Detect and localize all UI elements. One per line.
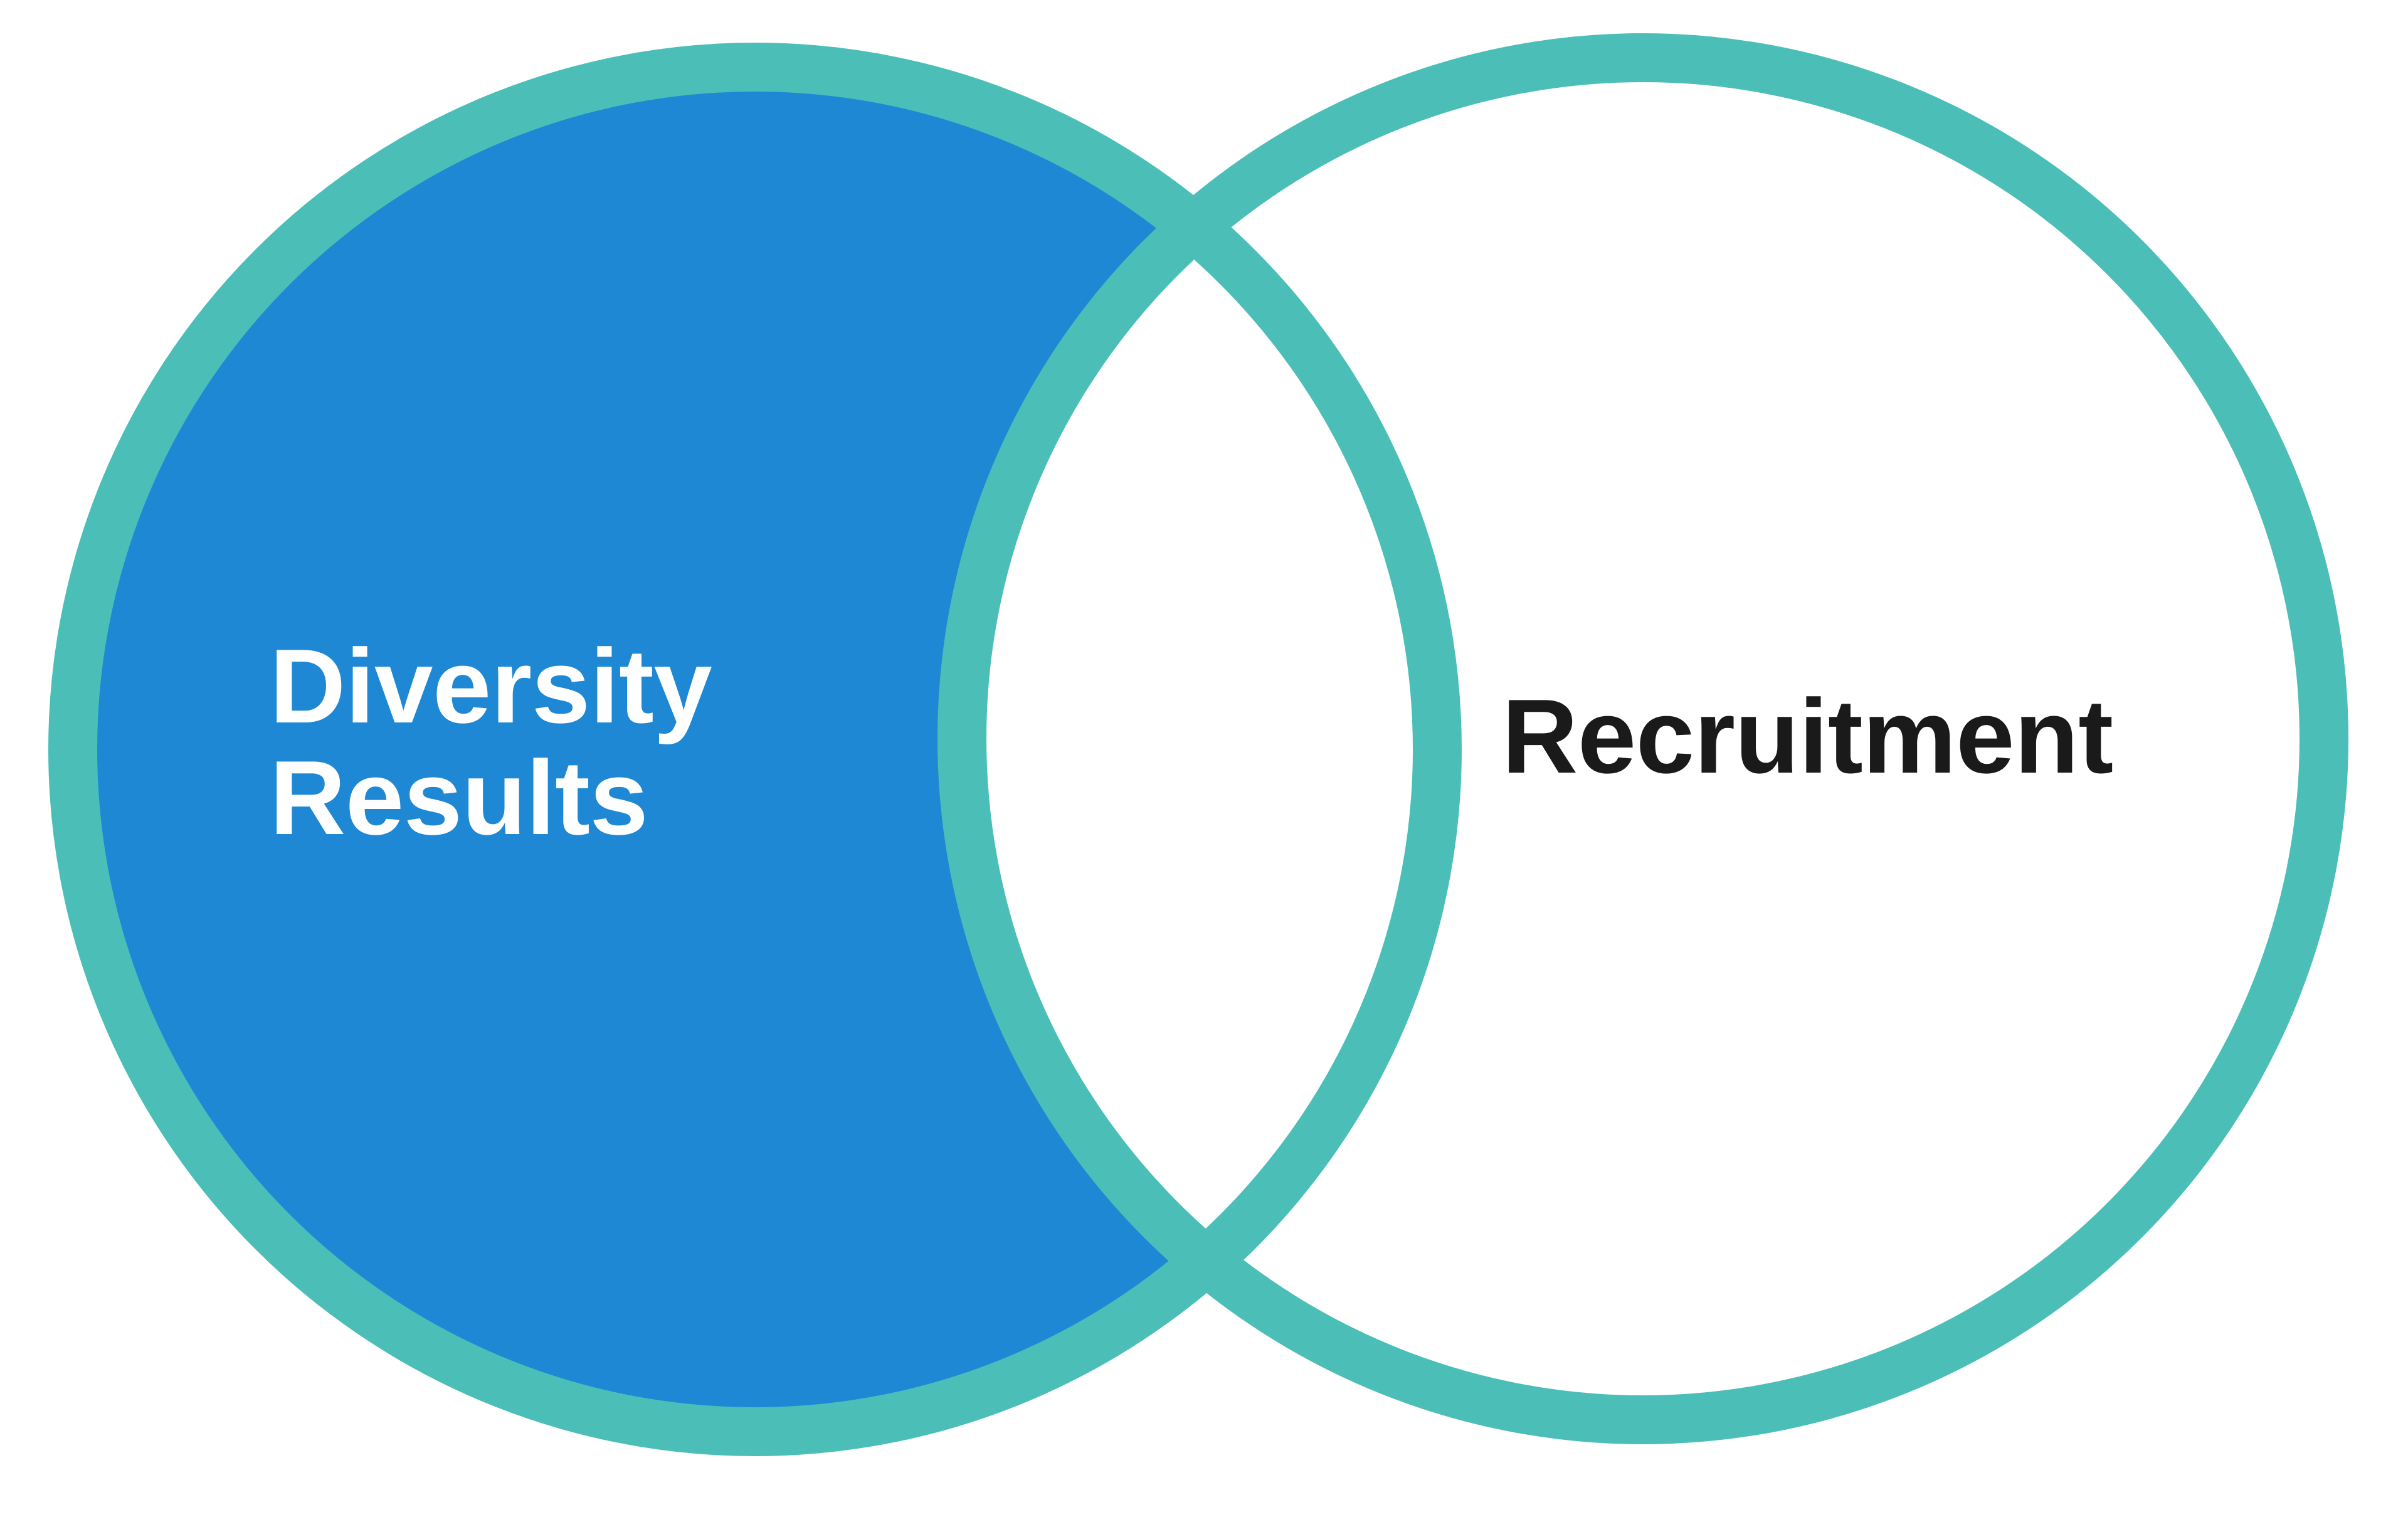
left-set-label: Diversity Results	[270, 627, 712, 857]
left-set-circle-outline	[48, 43, 1462, 1456]
right-set-label: Recruitment	[1502, 677, 2113, 795]
right-set-circle-outline	[937, 33, 2348, 1444]
